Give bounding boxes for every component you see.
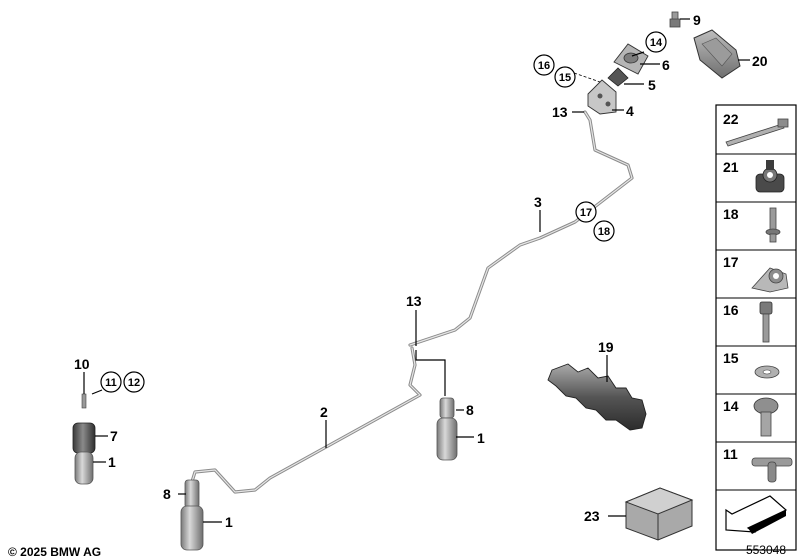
- callout-18: 18: [598, 226, 610, 238]
- parts-legend: 22 21 18 17 16: [715, 104, 797, 551]
- legend-number-11: 11: [723, 446, 738, 462]
- callout-10: 10: [74, 356, 90, 372]
- callout-2: 2: [320, 404, 328, 420]
- callout-1-left: 1: [108, 454, 116, 470]
- legend-number-14: 14: [723, 398, 739, 414]
- callout-14: 14: [650, 37, 663, 49]
- bleed-valve-9: [669, 11, 681, 28]
- callout-15: 15: [559, 72, 571, 84]
- legend-number-17: 17: [723, 254, 739, 270]
- diagram-id: 553048: [746, 543, 786, 557]
- legend-cell-18: 18: [723, 206, 781, 243]
- callout-9: 9: [693, 12, 701, 28]
- legend-number-22: 22: [723, 111, 739, 127]
- legend-cell-22: 22: [723, 111, 789, 147]
- bracket-4: [587, 79, 617, 115]
- bellows-hose-19: [547, 363, 647, 431]
- callout-13-mid: 13: [406, 293, 422, 309]
- legend-cell-17: 17: [723, 254, 789, 293]
- cylinder-assembly-bottom: [180, 479, 204, 551]
- copyright-text: © 2025 BMW AG: [8, 545, 101, 559]
- callout-7: 7: [110, 428, 118, 444]
- callout-1-mid: 1: [477, 430, 485, 446]
- callout-13-top: 13: [552, 104, 568, 120]
- legend-arrow-symbol: [725, 495, 788, 534]
- legend-cell-14: 14: [723, 397, 779, 437]
- callout-6: 6: [662, 57, 670, 73]
- callout-19: 19: [598, 339, 614, 355]
- legend-cell-16: 16: [723, 301, 773, 343]
- callout-8-mid: 8: [466, 402, 474, 418]
- legend-cell-15: 15: [723, 350, 780, 379]
- cylinder-assembly-middle: [436, 397, 458, 461]
- legend-number-21: 21: [723, 159, 739, 175]
- package-23: [624, 487, 694, 541]
- callout-labels: 9 14 6 20 16 15 5 4 13 3 17 18 13 19 8 1…: [74, 12, 768, 530]
- callout-17-circle: [575, 201, 597, 223]
- callout-14-circle: [645, 31, 667, 53]
- callout-23: 23: [584, 508, 600, 524]
- callout-11-circle: [100, 371, 122, 393]
- callout-12: 12: [128, 377, 140, 389]
- callout-12-circle: [123, 371, 145, 393]
- callout-15-circle: [554, 66, 576, 88]
- legend-cell-11: 11: [723, 446, 793, 483]
- callout-11: 11: [105, 377, 117, 389]
- legend-cell-21: 21: [723, 159, 785, 193]
- legend-number-15: 15: [723, 350, 739, 366]
- callout-17: 17: [580, 207, 592, 219]
- cylinder-assembly-left: [72, 393, 96, 485]
- callout-16-circle: [533, 54, 555, 76]
- callout-1-bottom: 1: [225, 514, 233, 530]
- seal-5: [607, 67, 629, 87]
- callout-20: 20: [752, 53, 768, 69]
- leader-lines: [83, 18, 750, 523]
- legend-number-16: 16: [723, 302, 739, 318]
- callout-4: 4: [626, 103, 634, 119]
- cover-20: [693, 29, 741, 79]
- pipe-2: [188, 346, 422, 494]
- callout-8-bottom: 8: [163, 486, 171, 502]
- pipe-3: [408, 110, 634, 347]
- callout-16: 16: [538, 60, 550, 72]
- callout-18-circle: [593, 220, 615, 242]
- callout-5: 5: [648, 77, 656, 93]
- callout-3: 3: [534, 194, 542, 210]
- legend-number-18: 18: [723, 206, 739, 222]
